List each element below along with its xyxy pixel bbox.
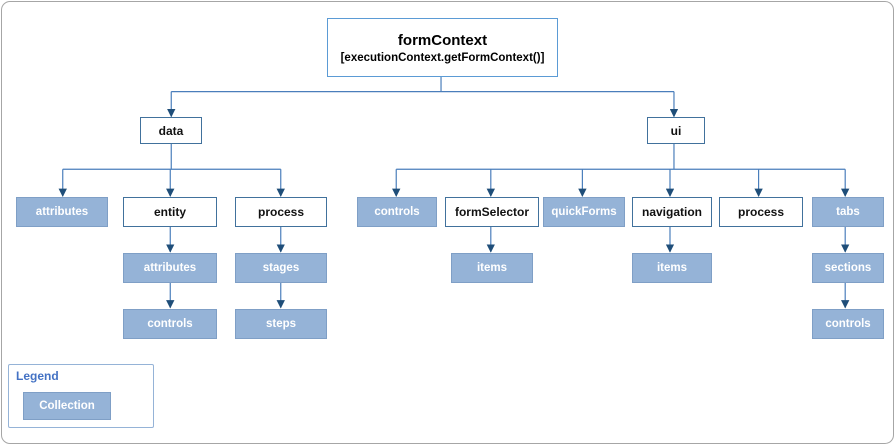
node-entity: entity xyxy=(123,197,217,227)
node-formcontext: formContext [executionContext.getFormCon… xyxy=(327,18,558,77)
node-entity-attributes: attributes xyxy=(123,253,217,283)
node-formselector: formSelector xyxy=(445,197,539,227)
node-data-process: process xyxy=(235,197,327,227)
node-navigation: navigation xyxy=(632,197,712,227)
node-formcontext-subtitle: [executionContext.getFormContext()] xyxy=(340,51,545,64)
node-data: data xyxy=(140,117,202,144)
node-navigation-items: items xyxy=(632,253,712,283)
node-ui: ui xyxy=(647,117,705,144)
legend-box: Legend Collection xyxy=(8,364,154,428)
node-ui-controls: controls xyxy=(357,197,437,227)
node-formselector-items: items xyxy=(451,253,533,283)
legend-title: Legend xyxy=(16,369,59,383)
node-tabs: tabs xyxy=(812,197,884,227)
node-formcontext-title: formContext xyxy=(397,31,488,49)
node-tabs-controls: controls xyxy=(812,309,884,339)
node-tabs-sections: sections xyxy=(812,253,884,283)
node-process-steps: steps xyxy=(235,309,327,339)
node-process-stages: stages xyxy=(235,253,327,283)
legend-collection-swatch: Collection xyxy=(23,392,111,420)
node-quickforms: quickForms xyxy=(543,197,625,227)
node-data-attributes: attributes xyxy=(16,197,108,227)
node-ui-process: process xyxy=(719,197,803,227)
node-entity-controls: controls xyxy=(123,309,217,339)
